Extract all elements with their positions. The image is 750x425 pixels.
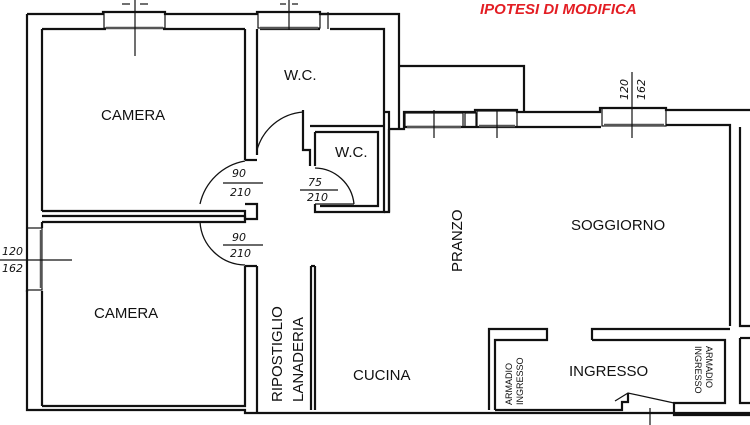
door-width-label: 90 xyxy=(232,231,246,244)
left-window: 120 162 xyxy=(2,245,23,275)
door-wc-small[interactable]: 75 210 xyxy=(300,167,355,205)
armadio-left-label-2: INGRESSO xyxy=(515,357,525,405)
room-label-ripostiglio: RIPOSTIGLIO xyxy=(269,306,286,402)
door-height-label: 210 xyxy=(307,191,328,204)
balcony: 120 162 xyxy=(389,64,750,328)
room-label-cucina: CUCINA xyxy=(353,367,411,384)
door-height-label: 210 xyxy=(230,247,251,260)
ripostiglio-room: RIPOSTIGLIO LANADERIA xyxy=(269,264,317,410)
door-width-label: 75 xyxy=(308,176,322,189)
room-label-wc-large: W.C. xyxy=(284,67,317,84)
armadio-left-label-1: ARMADIO xyxy=(504,363,514,405)
armadio-right-label-2: INGRESSO xyxy=(693,346,703,394)
room-label-camera-bottom: CAMERA xyxy=(94,305,158,322)
room-label-wc-small: W.C. xyxy=(335,144,368,161)
door-height-label: 210 xyxy=(230,186,251,199)
armadio-right-label-1: ARMADIO xyxy=(704,346,714,388)
camera-top-room: CAMERA xyxy=(42,29,259,221)
window-width-label: 120 xyxy=(2,245,23,258)
plan-title: IPOTESI DI MODIFICA xyxy=(480,1,637,18)
room-label-ingresso: INGRESSO xyxy=(569,363,648,380)
room-label-lanaderia: LANADERIA xyxy=(290,317,307,402)
room-label-pranzo: PRANZO xyxy=(449,209,466,272)
ingresso-area: ARMADIO INGRESSO ARMADIO INGRESSO INGRES… xyxy=(487,327,750,417)
window-width-label: 120 xyxy=(618,79,631,100)
camera-bottom-room: CAMERA xyxy=(40,216,259,413)
room-label-camera-top: CAMERA xyxy=(101,107,165,124)
window-sill-label: 162 xyxy=(635,79,648,100)
door-camera-top[interactable]: 90 210 xyxy=(199,111,304,205)
door-width-label: 90 xyxy=(232,167,246,180)
wc-small-room: W.C. xyxy=(310,110,391,214)
window-sill-label: 162 xyxy=(2,262,23,275)
door-camera-bottom[interactable]: 90 210 xyxy=(199,221,263,266)
wc-large-room: W.C. xyxy=(284,67,317,166)
room-label-soggiorno: SOGGIORNO xyxy=(571,217,665,234)
outer-walls xyxy=(0,0,750,415)
